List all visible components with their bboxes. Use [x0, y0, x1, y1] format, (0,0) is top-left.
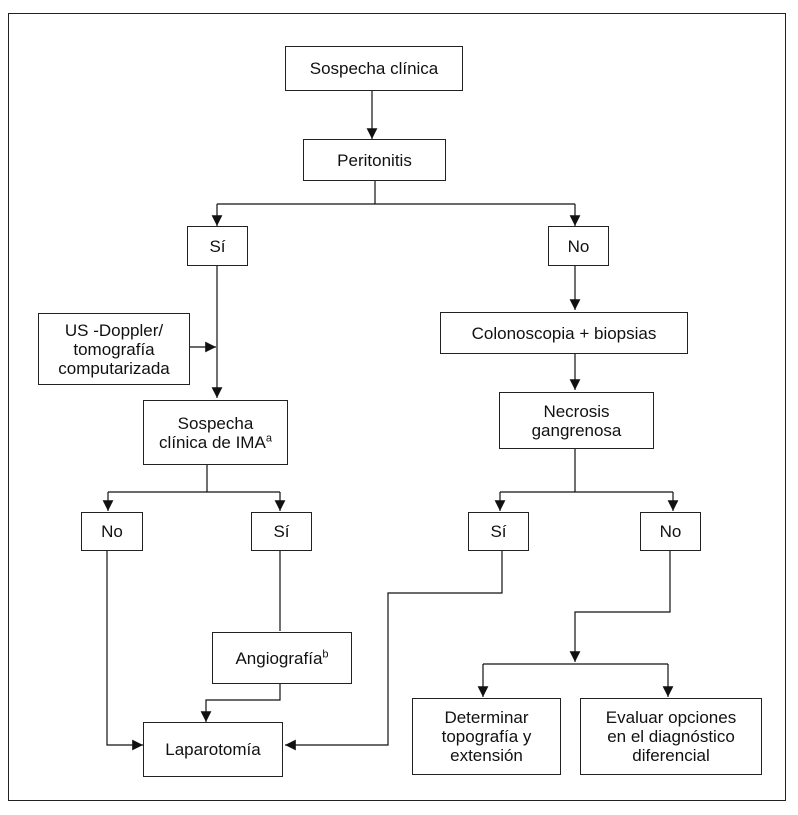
node-necrosis-line-2: gangrenosa	[531, 420, 622, 440]
node-us-doppler-label: US -Doppler/ tomografía computarizada	[58, 321, 170, 378]
node-colonoscopia-label: Colonoscopia + biopsias	[471, 323, 657, 343]
node-evaluar-line-2: en el diagnóstico	[607, 727, 735, 746]
footnote-b: b	[322, 647, 329, 660]
node-determinar-line-3: extensión	[450, 746, 523, 765]
node-laparotomia-label: Laparotomía	[165, 740, 261, 759]
node-no-3: No	[640, 512, 701, 551]
node-si-3: Sí	[468, 512, 529, 551]
node-sospecha-clinica: Sospecha clínica	[285, 46, 463, 91]
node-no-1: No	[548, 226, 609, 266]
arrow-no-2-to-laparotomia	[106, 551, 143, 751]
node-determinar-line-2: topografía y	[441, 727, 532, 746]
node-si-1: Sí	[187, 226, 248, 266]
node-no-1-label: No	[567, 236, 590, 256]
node-us-doppler-line-2: tomografía	[73, 339, 155, 359]
node-angiografia-text: Angiografía	[235, 648, 323, 668]
node-determinar-label: Determinar topografía y extensión	[442, 708, 532, 765]
node-sospecha-ima: Sospecha clínica de IMAa	[143, 400, 288, 465]
node-sospecha-ima-line-1: Sospecha	[177, 413, 254, 433]
node-angiografia: Angiografíab	[212, 632, 352, 684]
node-sospecha-ima-line-2: clínica de IMA	[159, 432, 266, 452]
footnote-a: a	[265, 431, 272, 444]
node-no-3-label: No	[659, 522, 682, 541]
node-si-2-label: Sí	[273, 522, 290, 541]
node-necrosis: Necrosis gangrenosa	[499, 392, 654, 449]
node-no-2-label: No	[101, 522, 123, 541]
node-evaluar: Evaluar opciones en el diagnóstico difer…	[580, 698, 762, 775]
arrow-angiografia-to-laparotomia	[200, 684, 281, 722]
node-us-doppler: US -Doppler/ tomografía computarizada	[38, 313, 190, 385]
node-determinar: Determinar topografía y extensión	[412, 698, 561, 775]
node-si-2: Sí	[251, 512, 312, 551]
node-no-2: No	[81, 512, 143, 551]
node-determinar-line-1: Determinar	[444, 708, 529, 727]
arrow-si-3-to-laparotomia	[285, 551, 503, 751]
node-si-3-label: Sí	[490, 522, 507, 541]
node-peritonitis-label: Peritonitis	[337, 150, 412, 170]
diagram-frame	[8, 13, 786, 801]
arrow-no-3-to-split	[569, 551, 671, 662]
node-evaluar-line-1: Evaluar opciones	[605, 708, 737, 727]
node-evaluar-label: Evaluar opciones en el diagnóstico difer…	[606, 708, 736, 765]
node-necrosis-label: Necrosis gangrenosa	[532, 402, 622, 440]
node-peritonitis: Peritonitis	[303, 139, 446, 181]
node-us-doppler-line-1: US -Doppler/	[64, 320, 164, 340]
node-laparotomia: Laparotomía	[143, 722, 283, 777]
node-angiografia-label: Angiografíab	[235, 647, 329, 668]
node-us-doppler-line-3: computarizada	[58, 358, 170, 378]
node-necrosis-line-1: Necrosis	[543, 401, 610, 421]
node-sospecha-ima-label: Sospecha clínica de IMAa	[159, 414, 272, 452]
node-evaluar-line-3: diferencial	[632, 746, 710, 765]
node-si-1-label: Sí	[209, 236, 226, 256]
node-colonoscopia: Colonoscopia + biopsias	[440, 312, 688, 354]
node-sospecha-clinica-label: Sospecha clínica	[309, 59, 439, 78]
